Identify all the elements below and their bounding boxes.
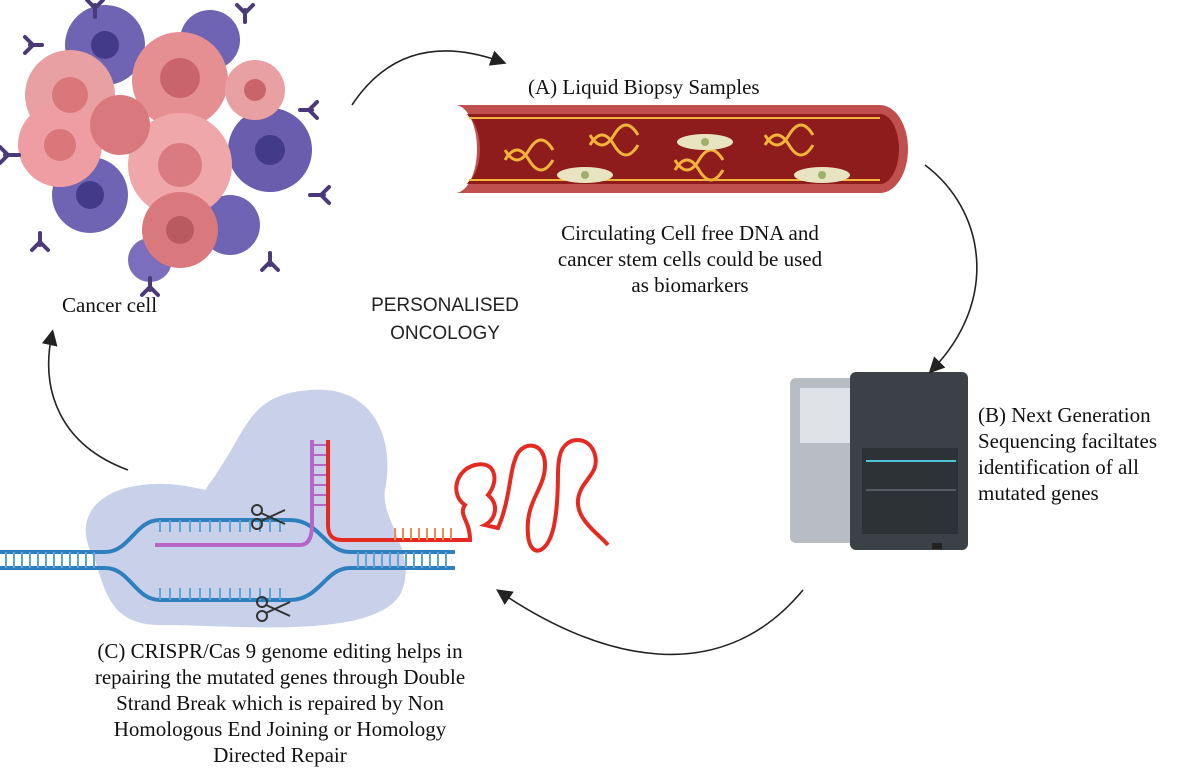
- dna-rungs: [5, 520, 447, 600]
- title-line: PERSONALISED: [371, 295, 519, 316]
- description-line: repairing the mutated genes through Doub…: [94, 665, 466, 689]
- title-line: ONCOLOGY: [390, 323, 500, 344]
- arrow-cancer-to-biopsy: [351, 50, 507, 106]
- description-line: as biomarkers: [631, 273, 749, 297]
- description-line: Directed Repair: [213, 743, 347, 767]
- description-line: cancer stem cells could be used: [557, 247, 823, 271]
- cancer-cell-label: Cancer cell: [62, 293, 158, 317]
- personalised-oncology-title: PERSONALISED ONCOLOGY: [335, 292, 555, 348]
- scissors-icon: [251, 504, 291, 622]
- description-line: Strand Break which is repaired by Non: [116, 691, 444, 715]
- crispr-cas9-icon: [0, 389, 610, 628]
- blood-vessel-icon: [435, 105, 908, 193]
- cycle-arrows: [41, 50, 978, 656]
- arrow-crispr-to-cancer: [41, 329, 129, 471]
- cancer-cell-cluster-icon: [0, 0, 331, 297]
- arrow-biopsy-to-sequencing: [924, 164, 978, 374]
- arrow-sequencing-to-crispr: [496, 589, 804, 656]
- sequencer-machine-icon: [790, 372, 968, 550]
- description-line: (C) CRISPR/Cas 9 genome editing helps in: [97, 639, 463, 663]
- liquid-biopsy-description: Circulating Cell free DNA and cancer ste…: [515, 220, 865, 298]
- description-line: Sequencing faciltates: [978, 429, 1158, 453]
- crispr-description: (C) CRISPR/Cas 9 genome editing helps in…: [40, 638, 520, 768]
- description-line: identification of all: [978, 455, 1139, 479]
- description-line: Homologous End Joining or Homology: [113, 717, 447, 741]
- description-line: mutated genes: [978, 481, 1099, 505]
- ngs-description: (B) Next Generation Sequencing faciltate…: [978, 402, 1157, 506]
- description-line: (B) Next Generation: [978, 403, 1151, 427]
- description-line: Circulating Cell free DNA and: [561, 221, 819, 245]
- liquid-biopsy-title: (A) Liquid Biopsy Samples: [528, 75, 760, 99]
